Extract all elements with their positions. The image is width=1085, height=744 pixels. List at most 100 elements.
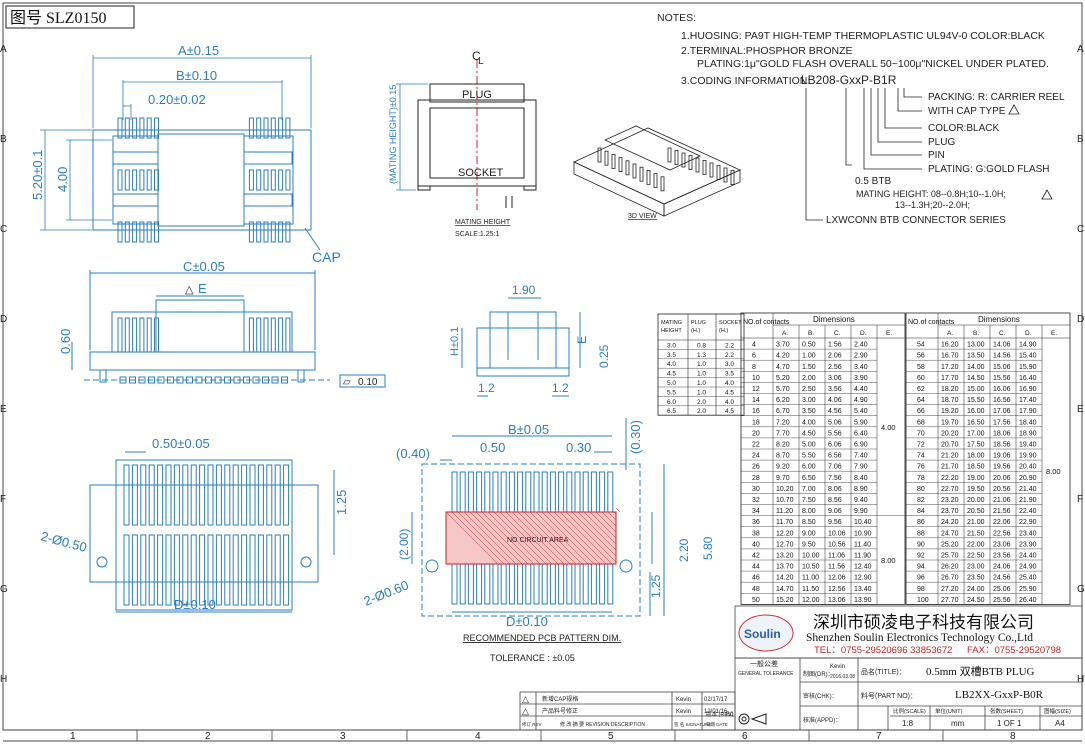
dim-table-cell: 8.90 [854,486,868,493]
dim-table-cell: 22.40 [1019,508,1037,515]
pin [131,534,138,606]
tolerance-caption: TOLERANCE : ±0.05 [490,653,575,663]
dim-table-cell: 16.40 [1019,375,1037,382]
dim-table-cell: 2.50 [802,386,816,393]
dim-table-cell: 10 [752,375,760,382]
dim-table-cell: 3.00 [802,397,816,404]
mating-table-header: (H.) [691,328,700,334]
dim-table-cell: 14.56 [993,353,1011,360]
dim-table-cell: 6 [752,353,756,360]
dim-table-cell: 12.40 [854,564,872,571]
dim-table-cell: 26.20 [941,564,959,571]
dim-table-cell: 68 [917,419,925,426]
pin [132,169,138,191]
dimensions-header: Dimensions [978,315,1020,324]
hatch-line [475,511,529,565]
pcb-pad [476,471,483,513]
pcb-pad [607,563,614,605]
hatch-line [535,511,589,565]
dim-table-cell: 13.90 [854,597,872,604]
dim-050b: 0.50 [480,440,505,455]
dim-table-cell: 90 [917,541,925,548]
pin [132,221,138,243]
dim-table-cell: 7.70 [776,430,790,437]
dim-table-cell: 22.56 [993,530,1011,537]
dim-table-cell: 17.06 [993,408,1011,415]
check-label: 审核(CHK)： [803,692,838,700]
grid-row: B [1077,134,1084,145]
dim-c: C±0.05 [183,259,225,274]
iso-pin [597,147,602,163]
pcb-pad [525,471,532,513]
pin [263,169,269,191]
dim-table-cell: 13.20 [776,553,794,560]
iso-pin [660,176,665,192]
pcb-pad [533,563,540,605]
rev-by: Kevin [676,697,691,703]
dim-table-cell: 21.06 [993,497,1011,504]
dim-table-cell: 17.70 [941,375,959,382]
dim-table-cell: 15.50 [967,397,985,404]
hatch-line [595,511,617,533]
dim-table-cell: 14.00 [967,364,985,371]
callout: WITH CAP TYPE [928,106,1006,117]
dim-400: 4.00 [55,167,70,192]
sheet-label: 张数(SHEET) [990,707,1023,715]
pcb-pad [484,471,491,513]
dim-table-cell: 27.20 [941,586,959,593]
dim-e-merged: 4.00 [881,423,896,432]
pin [270,221,276,243]
pcb-pad [566,563,573,605]
hatch-line [615,507,621,513]
pin [173,534,180,606]
dim-table-cell: 9.56 [828,519,842,526]
grid-col: 7 [876,731,882,742]
dim-table-cell: 20.20 [941,430,959,437]
pin [266,534,273,606]
front-view [71,270,386,388]
dim-table-cell: 20.00 [967,497,985,504]
dim-table-cell: 70 [917,430,925,437]
rev-head: 日期 DATE [706,722,728,728]
dim-table-cell: 3.90 [854,375,868,382]
company-cn: 深圳市硕凌电子科技有限公司 [813,613,1034,632]
grid-row-labels: A B C D E F G H A B C D E F G H [0,44,1085,685]
grid-col: 5 [608,731,614,742]
unit-label: 单位(UNIT) [935,707,963,715]
dim-table-cell: 3.70 [776,342,790,349]
pin [157,534,164,606]
dim-table-cell: 32 [752,497,760,504]
dim-table-cell: 13.70 [776,564,794,571]
mating-table-cell: 2.0 [697,408,706,415]
dim-table-cell: 2.90 [854,353,868,360]
dim-125: 1.25 [334,490,349,515]
dim-table-cell: 3.56 [828,386,842,393]
hatch-line [457,511,511,565]
callout: PACKING: R: CARRIER REEL [928,92,1065,103]
pin [285,169,291,191]
company-tel: TEL：0755-29520696 33853672 [814,645,952,656]
dim-table-cell: 82 [917,497,925,504]
no-circuit-area: NO CIRCUIT AREA [507,537,569,544]
pcb-pad [541,471,548,513]
dim-table-cell: 11.90 [854,553,871,560]
dim-table-cell: 56 [917,353,925,360]
dim-table-cell: 4 [752,342,756,349]
dim-table-cell: 8 [752,364,756,371]
size-label: 图幅(SIZE) [1044,707,1071,715]
grid-row: G [1077,584,1085,595]
dim-table-cell: 12.70 [776,541,794,548]
dim-table-cell: 60 [917,375,925,382]
dim-table-cell: 3.50 [802,408,816,415]
pin [285,317,291,353]
pin [283,464,290,526]
callout: 13--1.3H;20--2.0H; [895,200,970,210]
dim-table-cell: 42 [752,553,760,560]
dim-table-cell: 23.40 [1019,530,1037,537]
dim-table-cell: 24.90 [1019,564,1037,571]
dim-table-cell: 23.00 [967,564,985,571]
dim-table-cell: 72 [917,442,925,449]
rev-date: 02/17/17 [704,697,728,703]
dim-table-cell: 10.00 [802,553,820,560]
